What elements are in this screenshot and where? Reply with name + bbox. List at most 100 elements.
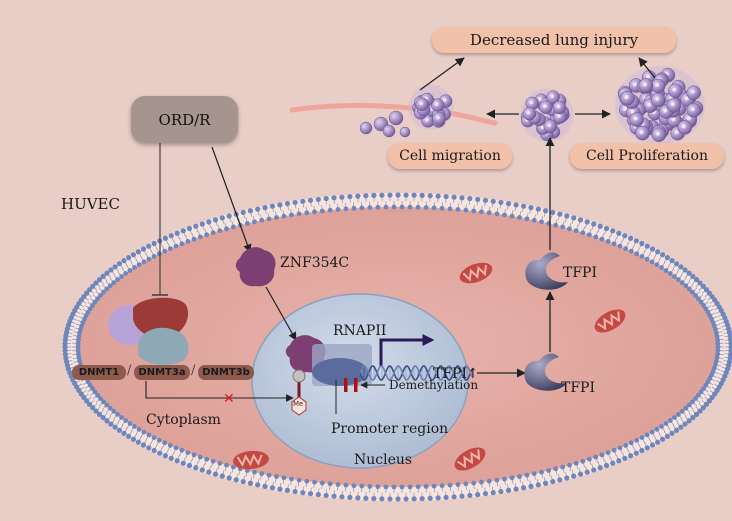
outcome-label: Decreased lung injury	[469, 31, 639, 49]
lipid-head	[482, 491, 489, 497]
lipid-head	[331, 195, 337, 201]
lipid-head	[116, 427, 123, 433]
lipid-head	[564, 213, 570, 219]
lipid-head	[167, 246, 173, 252]
cell-nucleus-dot	[557, 114, 561, 118]
lipid-head	[467, 195, 473, 202]
lipid-head	[219, 473, 225, 479]
migration-pill: Cell migration	[388, 143, 512, 169]
lipid-head	[644, 243, 650, 249]
lipid-head	[669, 258, 675, 264]
lipid-head	[546, 468, 552, 473]
lipid-head	[167, 442, 173, 448]
lipid-head	[307, 197, 314, 203]
lipid-head	[319, 480, 325, 486]
lipid-head	[654, 426, 660, 432]
lipid-head	[240, 209, 246, 216]
migrating-single-cells	[359, 110, 411, 138]
lipid-head	[92, 299, 98, 305]
cell-nucleus-dot	[540, 125, 545, 129]
lipid-head	[605, 450, 611, 455]
lipid-head	[502, 476, 507, 482]
dnmt-separator-1: /	[127, 363, 132, 378]
tfpi-protein-cytoplasm-icon	[524, 353, 567, 391]
tfpi-membrane-label: TFPI	[563, 265, 598, 281]
lipid-head	[104, 418, 110, 424]
lipid-head	[123, 271, 129, 276]
lipid-head	[697, 408, 703, 414]
cell-cluster-center	[520, 88, 574, 142]
inhibition-cross: ✕	[223, 391, 235, 407]
cell-nucleus-dot	[670, 102, 675, 107]
lipid-head	[76, 355, 82, 360]
promoter-label: Promoter region	[331, 421, 449, 437]
lipid-head	[136, 262, 142, 268]
lipid-head	[584, 469, 590, 475]
lipid-head	[266, 472, 272, 478]
lipid-head	[663, 268, 669, 273]
arrow-proliferation-to-outcome	[638, 57, 656, 79]
lipid-head	[553, 222, 559, 228]
lipid-head	[186, 225, 193, 232]
lipid-head	[505, 201, 512, 207]
lipid-head	[494, 477, 500, 483]
lipid-head	[191, 452, 197, 458]
lipid-head	[262, 483, 268, 489]
lipid-head	[90, 405, 96, 411]
cell-sphere	[388, 110, 404, 126]
lipid-head	[173, 445, 179, 451]
lipid-head	[204, 456, 210, 462]
rnapii-label: RNAPII	[333, 323, 387, 339]
lipid-head	[498, 488, 504, 495]
lipid-head	[395, 192, 401, 198]
cell-nucleus-dot	[639, 130, 644, 135]
lipid-head	[96, 411, 103, 417]
lipid-head	[347, 193, 353, 200]
lipid-head	[146, 432, 152, 438]
mitochondrion-icon	[459, 262, 493, 284]
lipid-head	[535, 482, 541, 488]
lipid-head	[104, 402, 110, 408]
lipid-head	[664, 433, 671, 439]
lipid-head	[185, 239, 191, 244]
lipid-head	[180, 460, 186, 466]
cell-nucleus-dot	[684, 96, 689, 101]
lipid-head	[633, 450, 639, 456]
cell-nucleus-dot	[681, 124, 686, 129]
dnmt-complex-icon	[108, 297, 189, 365]
lipid-head	[81, 293, 87, 300]
lipid-head	[539, 219, 544, 225]
lipid-head	[403, 192, 409, 198]
lipid-head	[199, 221, 205, 227]
methyl-label: Me	[293, 400, 304, 408]
lipid-head	[379, 192, 385, 198]
lipid-head	[586, 232, 592, 238]
lipid-head	[593, 234, 599, 240]
lipid-head	[617, 445, 623, 451]
dnmt1-badge: DNMT1	[72, 365, 126, 380]
lipid-head	[520, 485, 527, 491]
lipid-head	[391, 204, 397, 210]
lipid-head	[571, 215, 577, 221]
lipid-head	[255, 206, 261, 212]
lipid-head	[628, 453, 634, 459]
lipid-head	[403, 496, 409, 502]
lipid-head	[407, 484, 413, 490]
ordr-box: ORD/R	[131, 96, 238, 143]
lipid-head	[443, 193, 449, 200]
lipid-head	[419, 192, 425, 198]
lipid-head	[259, 217, 265, 223]
lipid-head	[542, 208, 549, 214]
lipid-head	[217, 228, 223, 234]
lipid-head	[186, 462, 193, 469]
lipid-head	[141, 259, 147, 265]
lipid-head	[323, 195, 329, 202]
lipid-head	[274, 474, 279, 479]
cell-nucleus-dot	[623, 106, 628, 111]
lipid-head	[502, 212, 507, 218]
lipid-head	[98, 293, 103, 298]
lipid-head	[173, 243, 179, 249]
lipid-head	[709, 394, 715, 401]
cell-nucleus-dot	[419, 101, 424, 106]
